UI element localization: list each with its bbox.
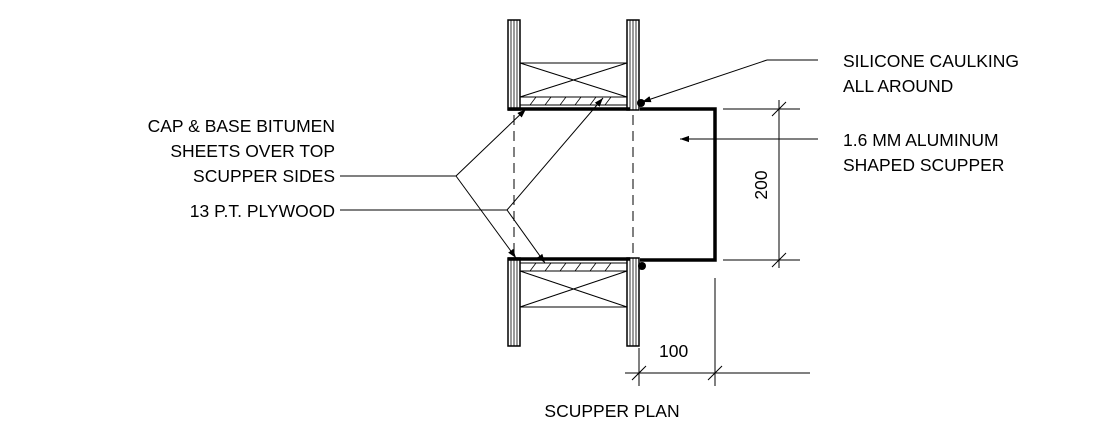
aluminum-scupper-profile — [640, 107, 717, 262]
height-dimension — [723, 100, 800, 268]
caulking-leader-arrow — [641, 59, 768, 103]
lower-wall-assembly — [507, 257, 640, 347]
lower-caulking-bead — [638, 262, 646, 270]
upper-right-sheathing-hatch — [629, 20, 637, 110]
upper-left-sheathing-hatch — [510, 20, 518, 110]
plywood-label: 13 P.T. PLYWOOD — [190, 201, 335, 221]
bitumen-label-line-1: CAP & BASE BITUMEN — [148, 116, 335, 136]
lower-right-sheathing-hatch — [629, 258, 637, 346]
drawing-title: SCUPPER PLAN — [544, 401, 679, 421]
bitumen-leader-bottom — [455, 175, 517, 259]
bitumen-label-line-2: SHEETS OVER TOP — [170, 141, 335, 161]
plywood-leader-bottom — [506, 209, 546, 264]
lower-left-sheathing-hatch — [510, 258, 518, 346]
depth-dimension — [625, 278, 810, 386]
upper-wall-assembly — [507, 19, 640, 111]
upper-plywood — [519, 96, 628, 106]
scupper-label-line-1: 1.6 MM ALUMINUM — [843, 130, 999, 150]
bitumen-membrane — [508, 107, 630, 261]
bitumen-label-line-3: SCUPPER SIDES — [193, 166, 335, 186]
caulking-label-line-1: SILICONE CAULKING — [843, 51, 1019, 71]
lower-wood-blocking — [519, 270, 628, 308]
bitumen-leader-top — [455, 108, 527, 177]
caulking-label-line-2: ALL AROUND — [843, 76, 953, 96]
scupper-label-line-2: SHAPED SCUPPER — [843, 155, 1004, 175]
plywood-leader-top — [506, 97, 604, 211]
depth-dimension-label: 100 — [659, 341, 688, 361]
upper-caulking-bead — [637, 99, 645, 107]
height-dimension-label: 200 — [751, 170, 771, 199]
lower-plywood — [519, 262, 628, 272]
